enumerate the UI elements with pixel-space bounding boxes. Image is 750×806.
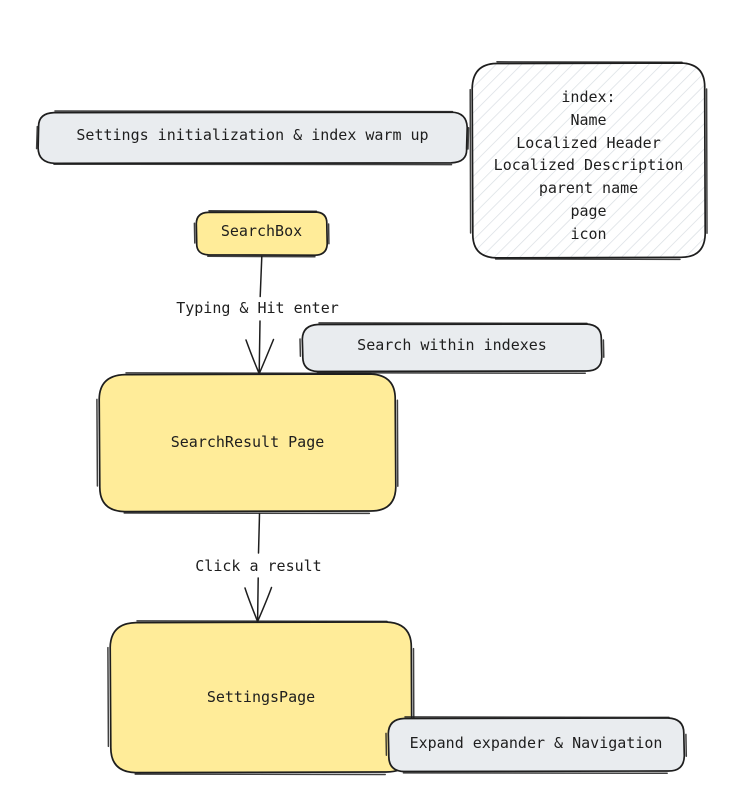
node-searchresult-page[interactable] (96, 372, 399, 515)
node-search-within-indexes[interactable] (299, 322, 605, 374)
edge-typing-hit-enter (245, 255, 275, 375)
node-settings-initialization[interactable] (35, 110, 470, 166)
edge-click-a-result (244, 512, 273, 623)
node-searchbox[interactable] (193, 210, 330, 258)
node-index-fields[interactable] (469, 61, 708, 261)
node-settings-page[interactable] (107, 620, 415, 776)
node-expand-expander-navigation[interactable] (385, 716, 688, 775)
